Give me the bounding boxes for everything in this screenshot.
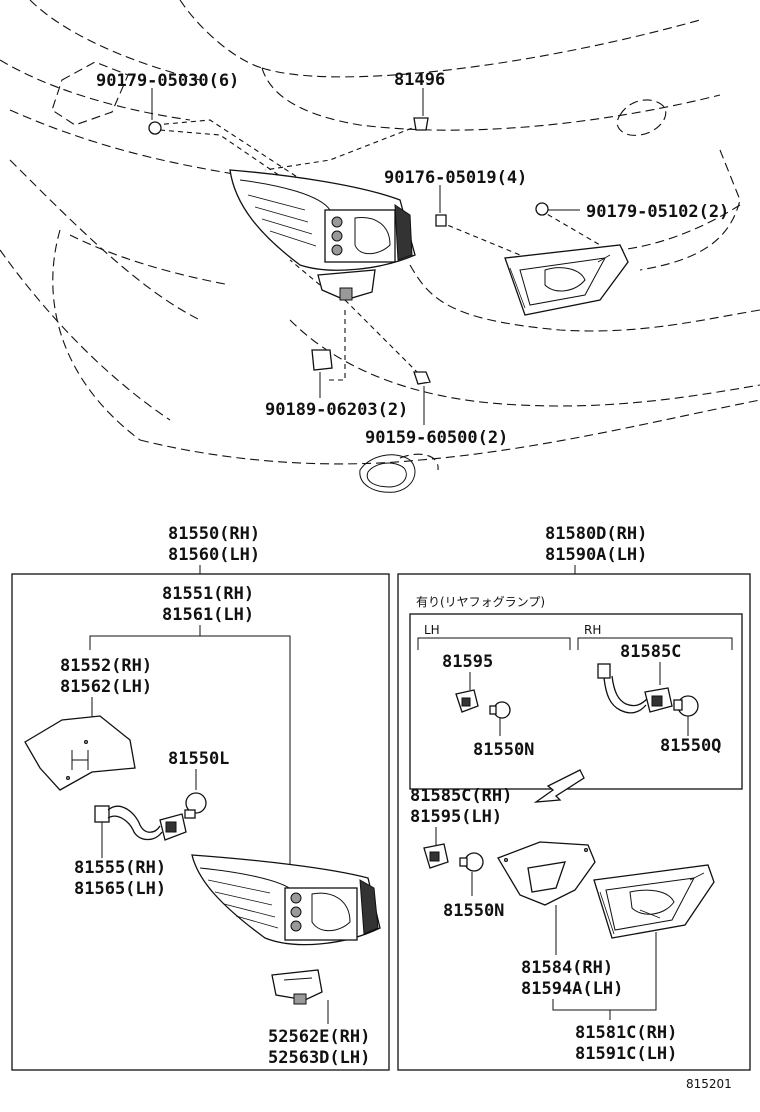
label-52563D-lh: 52563D(LH)	[268, 1048, 370, 1068]
arrow-icon	[533, 769, 585, 803]
clip-90189-06203-icon	[311, 349, 333, 371]
lamp-gasket-81552	[24, 715, 136, 791]
label-90176-05019: 90176-05019(4)	[384, 168, 527, 188]
figure-number: 815201	[686, 1077, 732, 1091]
lamp-wire-harness-81555	[94, 792, 207, 841]
fog-socket-lower	[423, 843, 484, 872]
combination-lamp-body-81551	[191, 854, 381, 946]
lamp-socket-bracket-52562E	[271, 969, 323, 1005]
nut-90176-05019-icon	[435, 214, 447, 227]
label-90179-05102: 90179-05102(2)	[586, 202, 729, 222]
label-52562E-rh: 52562E(RH)	[268, 1027, 370, 1047]
label-81555-rh: 81555(RH)	[74, 858, 166, 878]
vehicle-rear-outline	[0, 0, 760, 493]
fog-lamp-assy-box	[397, 573, 751, 1071]
side-label-rh: RH	[584, 623, 601, 637]
fog-gasket-81584	[497, 841, 596, 906]
top-label-leaders	[151, 88, 580, 425]
fog-lamp-body-81581C	[593, 864, 715, 939]
label-81496: 81496	[394, 70, 445, 90]
label-81551-rh: 81551(RH)	[162, 584, 254, 604]
label-81550N: 81550N	[443, 901, 504, 921]
label-81585C-option: 81585C	[620, 642, 681, 662]
rear-fog-lamp-installed	[504, 244, 629, 316]
label-81552-rh: 81552(RH)	[60, 656, 152, 676]
fog-lamp-option-box	[409, 613, 743, 790]
label-81550Q: 81550Q	[660, 736, 721, 756]
side-label-lh: LH	[424, 623, 440, 637]
fog-socket-lh	[455, 689, 511, 719]
label-81560-lh: 81560(LH)	[168, 545, 260, 565]
label-81584-rh: 81584(RH)	[521, 958, 613, 978]
label-81595-option: 81595	[442, 652, 493, 672]
clip-81496-icon	[413, 117, 429, 131]
label-81580D-rh: 81580D(RH)	[545, 524, 647, 544]
clip-90179-05030-icon	[148, 121, 162, 135]
screw-90159-60500-icon	[413, 371, 431, 385]
label-90159-60500: 90159-60500(2)	[365, 428, 508, 448]
fog-harness-rh	[597, 663, 699, 717]
label-81550-rh: 81550(RH)	[168, 524, 260, 544]
label-81562-lh: 81562(LH)	[60, 677, 152, 697]
label-81561-lh: 81561(LH)	[162, 605, 254, 625]
label-90189-06203: 90189-06203(2)	[265, 400, 408, 420]
label-81585C-rh: 81585C(RH)	[410, 786, 512, 806]
rear-combination-lamp-installed	[229, 169, 416, 301]
label-90179-05030: 90179-05030(6)	[96, 71, 239, 91]
label-81590A-lh: 81590A(LH)	[545, 545, 647, 565]
combination-lamp-assy-box	[11, 573, 390, 1071]
label-81550N-option: 81550N	[473, 740, 534, 760]
label-81550L: 81550L	[168, 749, 229, 769]
label-81581C-rh: 81581C(RH)	[575, 1023, 677, 1043]
label-81595-lh: 81595(LH)	[410, 807, 502, 827]
label-81591C-lh: 81591C(LH)	[575, 1044, 677, 1064]
label-81565-lh: 81565(LH)	[74, 879, 166, 899]
fog-lamp-note: 有り(リヤフォグランプ)	[416, 595, 545, 609]
nut-90179-05102-icon	[535, 202, 549, 216]
fasteners-top	[148, 117, 549, 385]
label-81594A-lh: 81594A(LH)	[521, 979, 623, 999]
